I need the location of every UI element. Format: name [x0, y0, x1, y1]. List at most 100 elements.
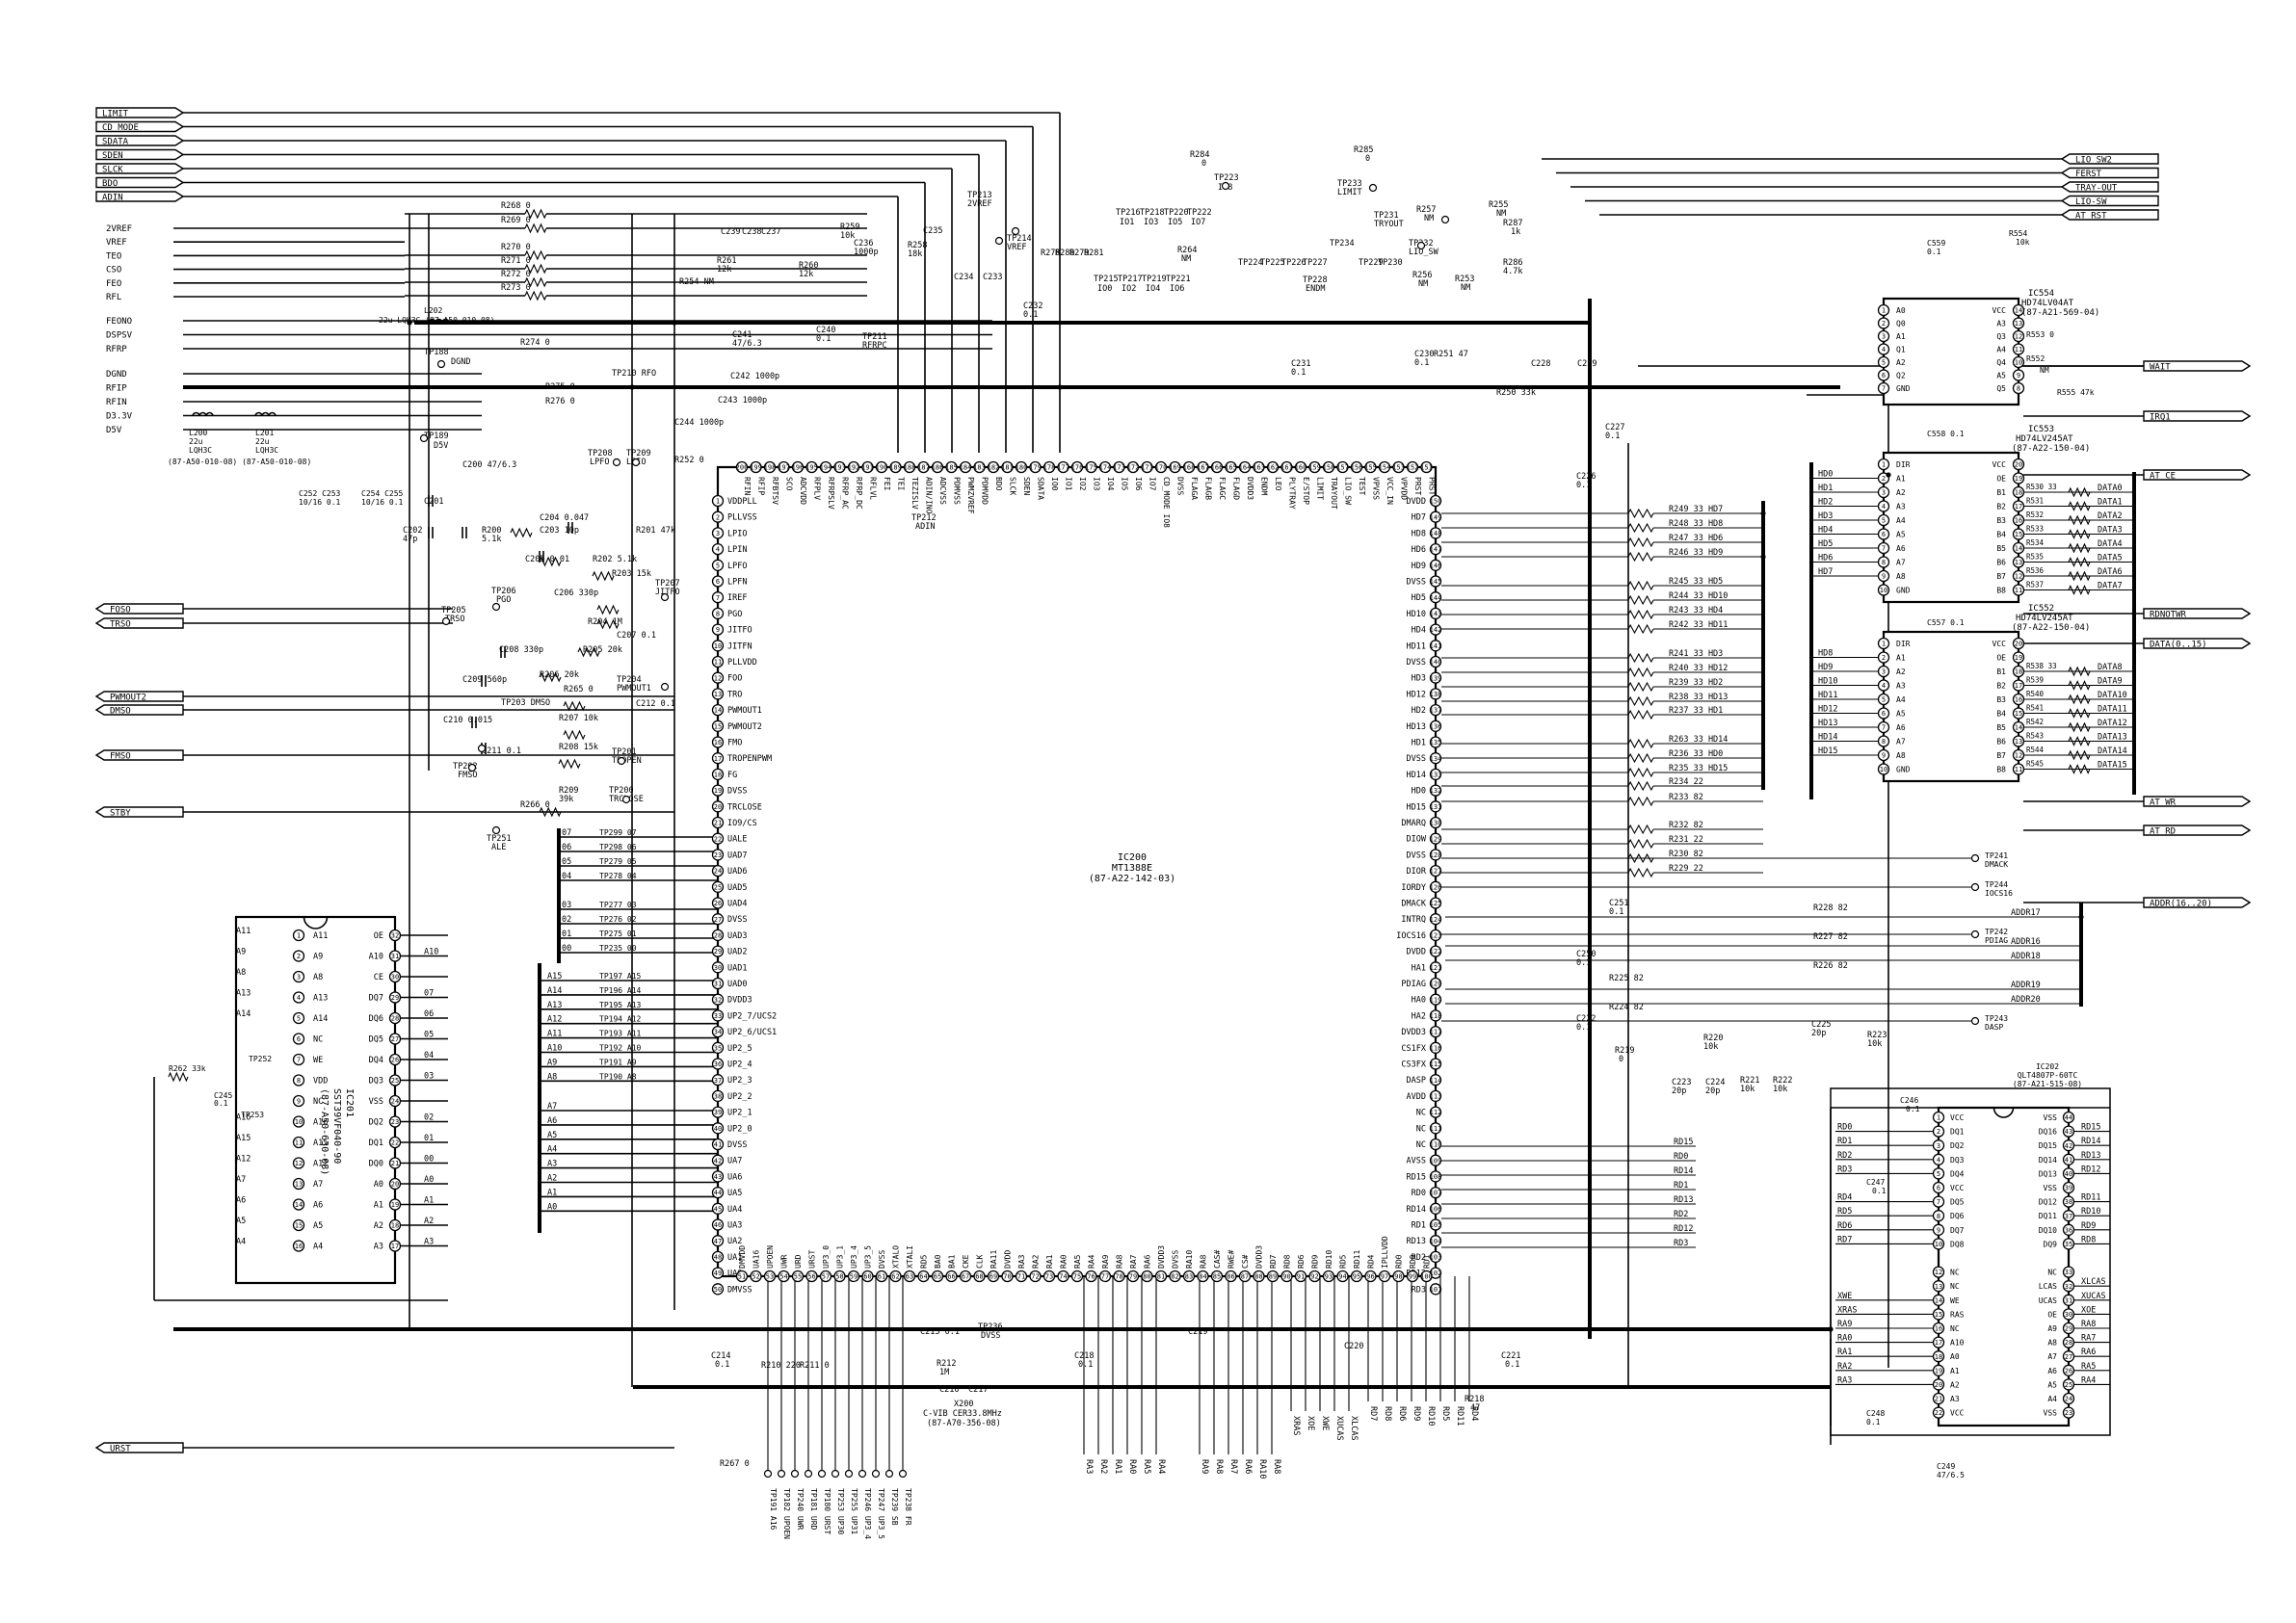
ic200-left-pin-label: FMO [727, 739, 742, 748]
net-label: A12 [236, 1155, 251, 1165]
resistor-label: R543 [2026, 732, 2044, 741]
component-label: R219 [1615, 1046, 1634, 1056]
resistor [563, 700, 586, 712]
port-label: AT_RD [2150, 827, 2176, 837]
test-point [1970, 882, 1980, 892]
ic200-bottom-pin-label: RA6 [1144, 1254, 1152, 1269]
pin-number: 105 [1430, 1218, 1441, 1231]
pin-number-text: 14 [2015, 545, 2022, 553]
net-label: RA3 [1837, 1375, 1852, 1385]
test-point [617, 756, 626, 766]
ic200-bottom-pin-label: UPOEN [766, 1245, 775, 1269]
right-port-data-0-15-: DATA(0..15) [2143, 638, 2252, 650]
ic200-top-pin-label: ADIN/INO [925, 477, 934, 514]
pin-number: 122 [1430, 945, 1441, 957]
resistor-label: R231 22 [1669, 835, 1703, 845]
pin-number-text: 23 [391, 1118, 399, 1126]
ic200-top-pin-label: ADCVSS [938, 477, 947, 505]
pin-number-text: 7 [1937, 1198, 1940, 1206]
net-label: RD3 [1674, 1239, 1688, 1248]
pin-number-text: 162 [1267, 464, 1280, 472]
test-point-label: DGND [451, 357, 470, 367]
test-point [1970, 853, 1980, 863]
ic200-bottom-pin-label: RWE# [1227, 1250, 1236, 1269]
ic200-left-pin-label: UAD6 [727, 867, 747, 877]
right-port-addr-16-20-: ADDR(16..20) [2143, 897, 2252, 909]
net-label: 06 [424, 1009, 434, 1019]
net-label: RD11 [2081, 1193, 2100, 1203]
pin-number-text: 77 [1101, 1273, 1109, 1281]
resistor-label: R541 [2026, 704, 2044, 713]
test-point-label: TP182 UPOEN [782, 1488, 791, 1539]
component-label: 0 [1619, 1055, 1623, 1064]
component-label: 20p [1811, 1029, 1826, 1038]
ic553-pin-label: A8 [1896, 572, 1906, 581]
capacitor-label: C247 [1866, 1178, 1885, 1187]
ic552-pin-label: A8 [1896, 751, 1906, 760]
resistor-label: R263 33 HD14 [1669, 735, 1728, 745]
pin-number-text: 9 [1882, 573, 1886, 581]
pin-number-text: 15 [2015, 710, 2022, 718]
ic553-pin-label: A5 [1896, 531, 1906, 539]
pin-number-text: 40 [714, 1125, 722, 1133]
capacitor-label: 0.1 [1866, 1418, 1881, 1427]
net-label: D3.3V [106, 412, 133, 422]
pin-number-text: 16 [2015, 696, 2022, 704]
pin-number: 10 [1877, 763, 1890, 775]
ic554-pin-label: A0 [1896, 306, 1906, 315]
ic200-top-pin-label: RFLVL [869, 477, 878, 500]
pin-number-text: 6 [1882, 710, 1886, 718]
resistor-label: R241 33 HD3 [1669, 649, 1723, 659]
net-label: HD2 [1818, 498, 1833, 508]
port-label: LIMIT [102, 110, 129, 119]
ic200-right-pin-label: HD7 [1412, 513, 1426, 523]
net-label: DATA13 [2098, 733, 2127, 743]
component-label: 10k [1703, 1042, 1718, 1052]
pin-number-text: 39 [714, 1109, 722, 1116]
resistor-label: R247 33 HD6 [1669, 534, 1723, 543]
pin-number: 42 [2062, 1139, 2075, 1152]
net-label: RA7 [2081, 1334, 2096, 1344]
pin-number-text: 9 [716, 626, 720, 634]
ic201-left-pin-label: A5 [313, 1221, 323, 1231]
pin-number: 115 [1430, 1058, 1441, 1070]
component-label: X200 [954, 1400, 973, 1409]
ic200-left-pin-label: UP2_6/UCS1 [727, 1028, 777, 1037]
component-label: R222 [1773, 1076, 1792, 1086]
ic200-top-pin-label: IO5 [1121, 477, 1129, 491]
component-label: VREF [1007, 243, 1026, 252]
pin-number: 70 [1001, 1270, 1014, 1283]
component-label: TP236 [978, 1322, 1003, 1332]
pin-number-text: 170 [1155, 464, 1168, 472]
ic554-pin-label: A2 [1896, 358, 1906, 367]
pin-number: 172 [1127, 460, 1139, 474]
pin-number-text: 100 [1420, 1273, 1433, 1281]
pin-number-text: 165 [1225, 464, 1237, 472]
pin-number: 168 [1183, 460, 1195, 474]
resistor [2068, 557, 2091, 567]
left-port-bdo: BDO [95, 176, 185, 189]
resistor-label: R544 [2026, 746, 2045, 754]
component-label: TP214 [1007, 234, 1032, 244]
ic201-code: (87-A50-630-08) [319, 1088, 330, 1175]
component-label: R285 [1354, 145, 1373, 155]
net-label: RD8 [2081, 1235, 2096, 1244]
pin-number: 46 [711, 1218, 725, 1231]
ic200-top-pin-label: BDO [994, 477, 1003, 491]
right-port-at_rst: AT_RST [2060, 209, 2159, 222]
net-label: XUCAS [1334, 1416, 1344, 1441]
capacitor-label: 10/16 0.1 [299, 498, 341, 507]
ic553-pin-label: B5 [1996, 544, 2006, 553]
pin-number: 72 [1029, 1270, 1042, 1283]
pin-number-text: 9 [1937, 1226, 1940, 1234]
net-label: A16 [236, 1113, 251, 1123]
component-label: R266 0 [520, 800, 550, 810]
ic200-right-pin-label: NC [1416, 1140, 1426, 1150]
test-point-label: TP195 A13 [599, 1001, 642, 1009]
ic553-pin-label: VCC [1993, 460, 2007, 469]
component-label: TP218 [1140, 208, 1165, 218]
pin-number-text: 125 [1430, 900, 1442, 907]
capacitor [539, 551, 544, 563]
ic202-pin-label: A5 [2047, 1380, 2057, 1389]
pin-number: 96 [1364, 1270, 1377, 1283]
